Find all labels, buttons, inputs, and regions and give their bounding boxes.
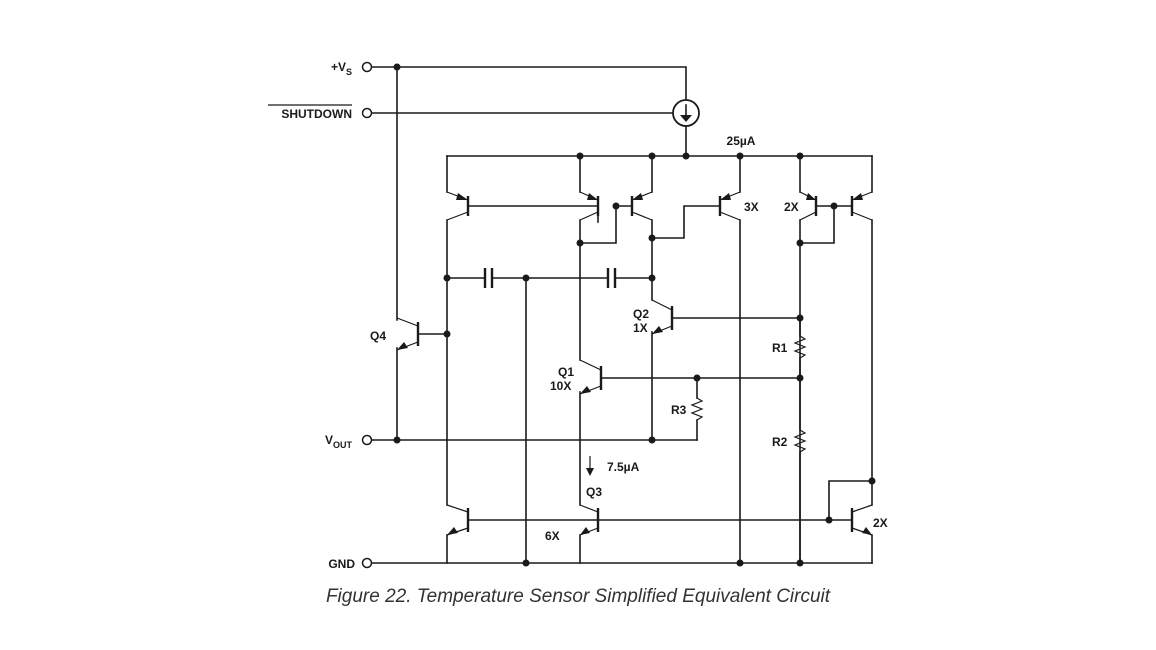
figure-caption: Figure 22. Temperature Sensor Simplified…	[325, 586, 831, 607]
resistor-r1	[793, 335, 807, 359]
r1-label: R1	[772, 341, 788, 355]
transistor-pnp-3x	[718, 191, 741, 221]
resistor-r3	[690, 397, 704, 421]
pin-vout-label: VOUT	[325, 433, 353, 450]
resistor-r2	[793, 429, 807, 453]
transistor-pnp-2x-right	[850, 191, 873, 221]
pin-vs-label: +VS	[331, 60, 352, 77]
transistor-q3	[579, 504, 600, 536]
r2-label: R2	[772, 435, 788, 449]
transistor-q2	[651, 299, 674, 335]
q3-ratio-label: 6X	[545, 529, 560, 543]
transistor-bottom-left	[446, 504, 470, 536]
current-source	[672, 99, 700, 127]
q4-label: Q4	[370, 329, 386, 343]
transistor-pnp-pair-right	[630, 191, 653, 221]
mirror-2x-bottom-label: 2X	[873, 516, 888, 530]
q1-ratio-label: 10X	[550, 379, 571, 393]
pin-shutdown-label: SHUTDOWN	[281, 107, 352, 121]
transistor-pnp-2x-left	[799, 191, 818, 221]
q3-label: Q3	[586, 485, 602, 499]
transistor-q4	[396, 317, 420, 351]
pin-terminals	[361, 61, 373, 569]
junction-dots	[393, 63, 876, 567]
mirror-2x-top-label: 2X	[784, 200, 799, 214]
transistor-pnp-pair-left	[579, 191, 600, 221]
r3-label: R3	[671, 403, 687, 417]
capacitor-left	[483, 268, 494, 288]
current-arrow-icon	[586, 456, 594, 476]
mirror-3x-label: 3X	[744, 200, 759, 214]
current-source-label: 25µA	[727, 134, 756, 148]
transistor-q1	[579, 359, 603, 395]
q1-name-label: Q1	[558, 365, 574, 379]
transistor-bottom-2x	[850, 504, 873, 536]
wires	[371, 66, 873, 564]
q2-ratio-label: 1X	[633, 321, 648, 335]
transistor-pnp-left	[446, 191, 470, 221]
capacitor-right	[606, 268, 617, 288]
current-7-5ua-label: 7.5µA	[607, 460, 640, 474]
pin-gnd-label: GND	[328, 557, 355, 571]
q2-name-label: Q2	[633, 307, 649, 321]
